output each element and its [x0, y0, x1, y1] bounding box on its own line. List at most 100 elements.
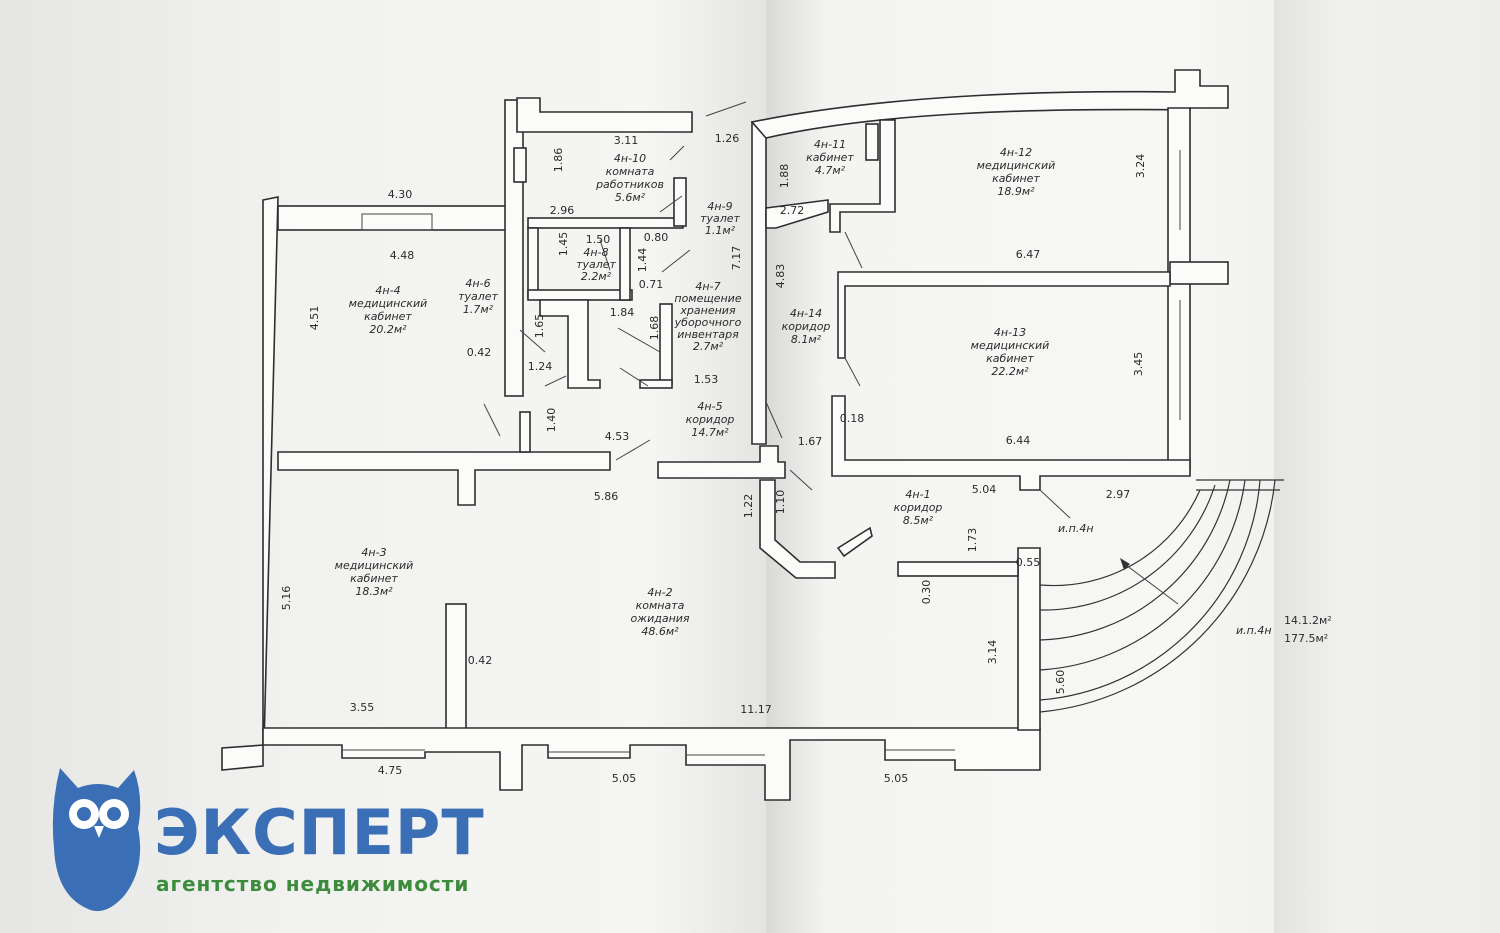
- dimension-label: 1.84: [610, 306, 635, 319]
- brand-tagline: агентство недвижимости: [156, 872, 470, 896]
- door: [617, 327, 661, 353]
- dimension-label: 5.05: [612, 772, 637, 785]
- wall: [837, 271, 1171, 359]
- room-label: помещение: [674, 292, 741, 305]
- wall: [516, 97, 693, 133]
- room-label: кабинет: [992, 172, 1040, 185]
- dimension-label: 1.68: [648, 316, 661, 341]
- dimension-label: 2.72: [780, 204, 805, 217]
- dimension-label: 6.44: [1006, 434, 1031, 447]
- room-label: медицинский: [971, 339, 1050, 352]
- door: [544, 375, 567, 387]
- room-label: 1.7м²: [463, 303, 494, 316]
- room-label: инвентаря: [677, 328, 739, 341]
- door: [619, 367, 649, 387]
- room-label: комната: [606, 165, 655, 178]
- dimension-label: 5.04: [972, 483, 997, 496]
- room-label: 20.2м²: [369, 323, 407, 336]
- room-number: 4н-6: [465, 277, 490, 290]
- wall: [673, 177, 687, 227]
- room-number: 4н-11: [814, 138, 846, 151]
- wall: [504, 99, 524, 397]
- door: [789, 469, 813, 491]
- room-label: туалет: [576, 258, 616, 271]
- room-label: коридор: [894, 501, 943, 514]
- dimension-label: 1.22: [742, 494, 755, 519]
- dimension-label: 4.51: [308, 306, 321, 331]
- dimension-label: 1.67: [798, 435, 823, 448]
- room-label: 2.2м²: [581, 270, 612, 283]
- owl-icon: [52, 768, 141, 912]
- dimension-label: 3.14: [986, 640, 999, 665]
- wall: [1167, 107, 1191, 471]
- wall: [639, 379, 673, 389]
- wall: [659, 303, 673, 385]
- room-number: 4н-3: [361, 546, 386, 559]
- room-label: 8.1м²: [791, 333, 822, 346]
- dimension-label: 11.17: [740, 703, 772, 716]
- room-label: коридор: [782, 320, 831, 333]
- wall: [527, 217, 684, 229]
- wall: [897, 561, 1019, 577]
- wall: [527, 227, 539, 299]
- room-number: 4н-1: [905, 488, 930, 501]
- room-label: 1.1м²: [705, 224, 736, 237]
- room-label: 5.6м²: [615, 191, 646, 204]
- arrow-head: [1120, 558, 1130, 570]
- brand-name: ЭКСПЕРТ: [154, 796, 485, 869]
- dimension-label: 0.18: [840, 412, 865, 425]
- door: [599, 239, 611, 271]
- entrance-label: и.п.4н: [1058, 522, 1094, 535]
- room-label: медицинский: [335, 559, 414, 572]
- dimension-label: 1.50: [586, 233, 611, 246]
- room-labels: 4н-1коридор8.5м²4н-2комнатаожидания48.6м…: [335, 138, 1056, 638]
- wall: [750, 69, 1229, 139]
- dimension-label: 3.11: [614, 134, 639, 147]
- room-label: кабинет: [364, 310, 412, 323]
- room-label: 18.9м²: [997, 185, 1035, 198]
- room-label: медицинский: [977, 159, 1056, 172]
- door: [615, 439, 651, 461]
- wall: [262, 727, 1041, 801]
- room-number: 4н-2: [647, 586, 672, 599]
- wall: [539, 299, 601, 389]
- dimension-label: 5.16: [280, 586, 293, 611]
- doors: [483, 101, 1071, 519]
- door: [659, 195, 683, 213]
- dimension-label: 1.86: [552, 148, 565, 173]
- wall: [519, 411, 531, 453]
- wall: [1017, 547, 1041, 731]
- room-number: 4н-9: [707, 200, 732, 213]
- room-label: туалет: [700, 212, 740, 225]
- dimension-label: 1.45: [557, 232, 570, 257]
- room-label: комната: [636, 599, 685, 612]
- dimension-label: 3.55: [350, 701, 375, 714]
- room-label: уборочного: [674, 316, 742, 329]
- dimension-label: 4.53: [605, 430, 630, 443]
- dimension-label: 1.24: [528, 360, 553, 373]
- dimension-label: 0.80: [644, 231, 669, 244]
- dimension-label: 7.17: [730, 246, 743, 271]
- windows: [342, 150, 1181, 756]
- door: [844, 357, 861, 387]
- room-number: 4н-5: [697, 400, 722, 413]
- dimension-label: 1.65: [533, 314, 546, 339]
- wall: [619, 227, 631, 301]
- stair-arrow: [1121, 561, 1179, 605]
- room-number: 4н-10: [614, 152, 646, 165]
- room-number: 4н-8: [583, 246, 608, 259]
- dimension-label: 2.96: [550, 204, 575, 217]
- room-label: 2.7м²: [693, 340, 724, 353]
- wall: [751, 121, 767, 445]
- room-label: 22.2м²: [991, 365, 1029, 378]
- door: [661, 249, 691, 273]
- room-label: кабинет: [806, 151, 854, 164]
- entrance-label: и.п.4н: [1236, 624, 1272, 637]
- dimension-label: 1.53: [694, 373, 719, 386]
- dimension-label: 1.73: [966, 528, 979, 553]
- door: [519, 329, 546, 353]
- room-number: 4н-13: [994, 326, 1026, 339]
- paper-sheet-edge: [1274, 0, 1500, 933]
- room-label: коридор: [686, 413, 735, 426]
